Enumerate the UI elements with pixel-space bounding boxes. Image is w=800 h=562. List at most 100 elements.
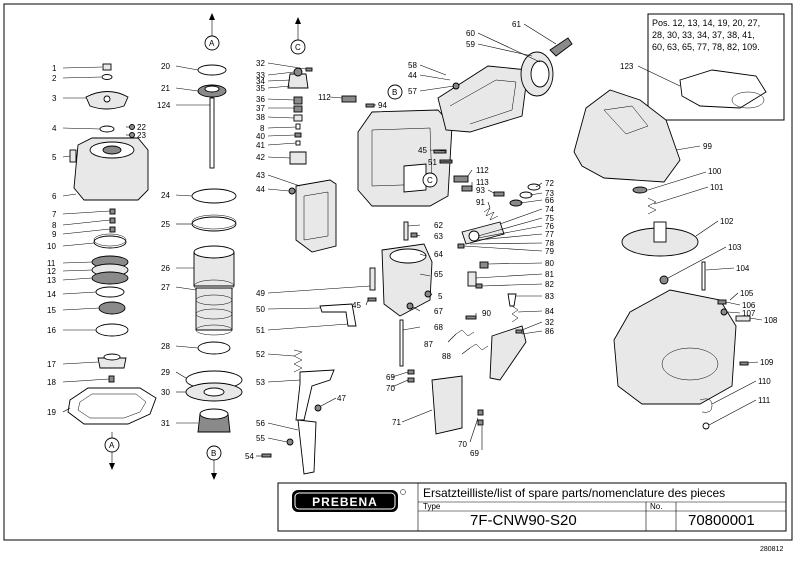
part-69 <box>407 369 415 375</box>
part-107 <box>720 308 728 316</box>
label-79: 79 <box>545 247 554 256</box>
part-50 <box>319 303 357 327</box>
part-80 <box>479 261 489 269</box>
callout-b-top-label: B <box>392 88 397 97</box>
note-line-1: Pos. 12, 13, 14, 19, 20, 27, <box>652 18 760 28</box>
title-block: PREBENA Ersatzteilliste/list of spare pa… <box>277 482 787 532</box>
part-123-ring <box>731 91 765 109</box>
label-8: 8 <box>52 221 57 230</box>
label-103: 103 <box>728 243 742 252</box>
callout-c-mid <box>422 172 438 188</box>
part-104 <box>701 261 706 291</box>
label-16: 16 <box>47 326 56 335</box>
part-49 <box>369 267 376 291</box>
part-75 <box>468 230 480 242</box>
callout-c-mid-label: C <box>427 176 433 185</box>
drawing-code: 280812 <box>760 546 783 553</box>
label-100: 100 <box>708 167 722 176</box>
part-8b <box>295 123 301 130</box>
label-94: 94 <box>378 101 387 110</box>
label-44: 44 <box>256 185 265 194</box>
part-45c <box>367 297 377 302</box>
part-124 <box>209 97 215 169</box>
label-29: 29 <box>161 368 170 377</box>
registered-mark <box>400 489 406 495</box>
brand-logo-inner <box>294 492 396 510</box>
part-27-ring1 <box>195 294 233 306</box>
label-49: 49 <box>256 289 265 298</box>
callout-c-top-label: C <box>295 43 301 52</box>
part-38 <box>293 114 303 122</box>
part-71 <box>431 375 463 435</box>
label-102: 102 <box>720 217 734 226</box>
label-55: 55 <box>256 434 265 443</box>
label-86: 86 <box>545 327 554 336</box>
label-50: 50 <box>256 305 265 314</box>
label-76: 76 <box>545 222 554 231</box>
part-27-ring2 <box>195 308 233 320</box>
label-1: 1 <box>52 64 57 73</box>
label-71: 71 <box>392 418 401 427</box>
label-60: 60 <box>466 29 475 38</box>
label-70: 70 <box>386 384 395 393</box>
part-47 <box>314 404 322 412</box>
label-73: 73 <box>545 189 554 198</box>
part-67 <box>406 302 414 310</box>
label-62: 62 <box>434 221 443 230</box>
part-45b <box>433 149 447 154</box>
label-70b: 70 <box>458 440 467 449</box>
label-88: 88 <box>442 352 451 361</box>
label-41: 41 <box>256 141 265 150</box>
part-88 <box>469 343 489 351</box>
part-10-edge <box>93 233 127 247</box>
part-109 <box>739 361 749 366</box>
no-value: 70800001 <box>688 512 755 529</box>
label-80: 80 <box>545 259 554 268</box>
label-7: 7 <box>52 210 57 219</box>
label-17: 17 <box>47 360 56 369</box>
sheet-title: Ersatzteilliste/list of spare parts/nome… <box>423 486 725 500</box>
part-4 <box>99 125 115 133</box>
part-82 <box>475 283 483 289</box>
part-26-top <box>193 245 235 259</box>
part-112 <box>341 95 357 103</box>
label-112: 112 <box>318 93 331 102</box>
arrow-b-bottom <box>211 473 217 480</box>
part-90 <box>465 315 477 320</box>
callout-b-bottom-label: B <box>211 449 216 458</box>
part-61 <box>549 37 573 57</box>
label-3: 3 <box>52 94 57 103</box>
part-68 <box>399 319 404 367</box>
part-21-top <box>204 85 220 93</box>
body-assembly: B C <box>357 37 573 435</box>
label-112b: 112 <box>476 166 489 175</box>
label-35: 35 <box>256 84 265 93</box>
part-15 <box>98 301 126 315</box>
part-52 <box>293 349 303 373</box>
part-7 <box>109 208 116 215</box>
part-19-inner <box>77 393 147 419</box>
part-13 <box>91 271 129 285</box>
part-56 <box>297 419 317 475</box>
cylinder-assembly: A B <box>185 13 243 480</box>
label-74: 74 <box>545 205 554 214</box>
part-57 <box>437 65 529 133</box>
label-22: 22 <box>137 123 146 132</box>
part-54 <box>261 453 272 458</box>
label-27: 27 <box>161 283 170 292</box>
label-61: 61 <box>512 20 521 29</box>
part-41 <box>295 140 301 146</box>
label-33: 33 <box>256 71 265 80</box>
part-70 <box>407 377 415 383</box>
label-5b: 5 <box>438 292 443 301</box>
label-31: 31 <box>161 419 170 428</box>
part-23 <box>129 132 135 138</box>
label-91: 91 <box>476 198 485 207</box>
part-93 <box>493 191 505 197</box>
label-104: 104 <box>736 264 750 273</box>
label-59: 59 <box>466 40 475 49</box>
part-32 <box>305 67 313 72</box>
part-32b <box>515 329 523 334</box>
part-91 <box>483 207 499 221</box>
